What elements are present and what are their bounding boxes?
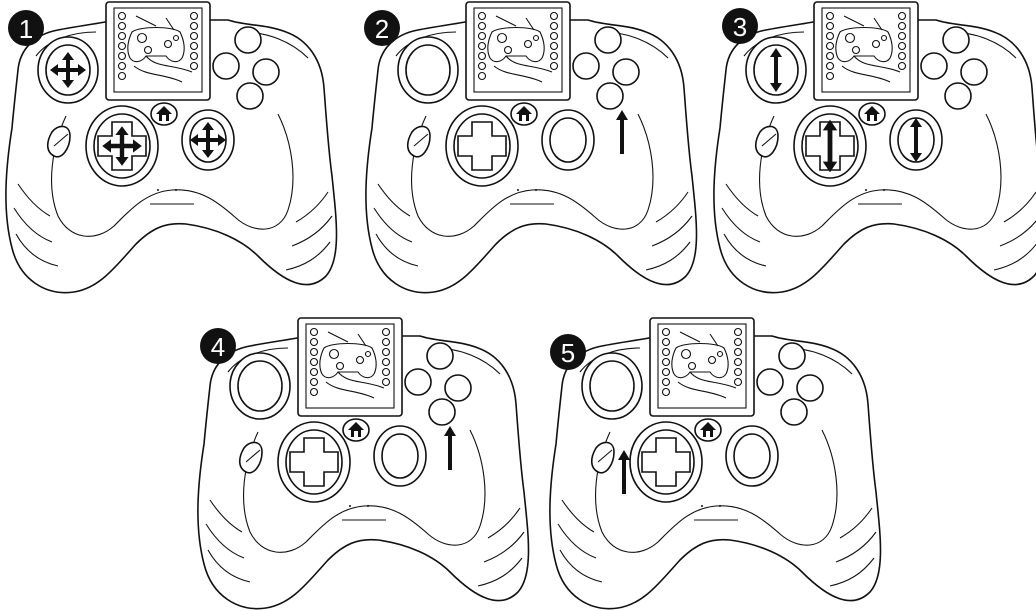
- step-4-badge: 4: [200, 328, 236, 364]
- controller-drawing: [366, 2, 697, 293]
- step-1-badge: 1: [8, 10, 44, 46]
- step-3-number: 3: [733, 12, 747, 42]
- step-5-panel: [550, 318, 881, 609]
- step-1-panel: [6, 2, 337, 293]
- step-3-panel: [714, 2, 1036, 293]
- step-2-badge: 2: [364, 10, 400, 46]
- controller-drawing: [714, 2, 1036, 293]
- step-5-badge: 5: [550, 334, 586, 370]
- step-1-number: 1: [19, 14, 33, 44]
- controller-drawing: [198, 318, 529, 609]
- step-4-number: 4: [211, 332, 225, 362]
- controller-drawing: [550, 318, 881, 609]
- step-3-badge: 3: [722, 8, 758, 44]
- step-2-panel: [366, 2, 697, 293]
- step-4-panel: [198, 318, 529, 609]
- controller-drawing: [6, 2, 337, 293]
- step-5-number: 5: [561, 338, 575, 368]
- step-2-number: 2: [375, 14, 389, 44]
